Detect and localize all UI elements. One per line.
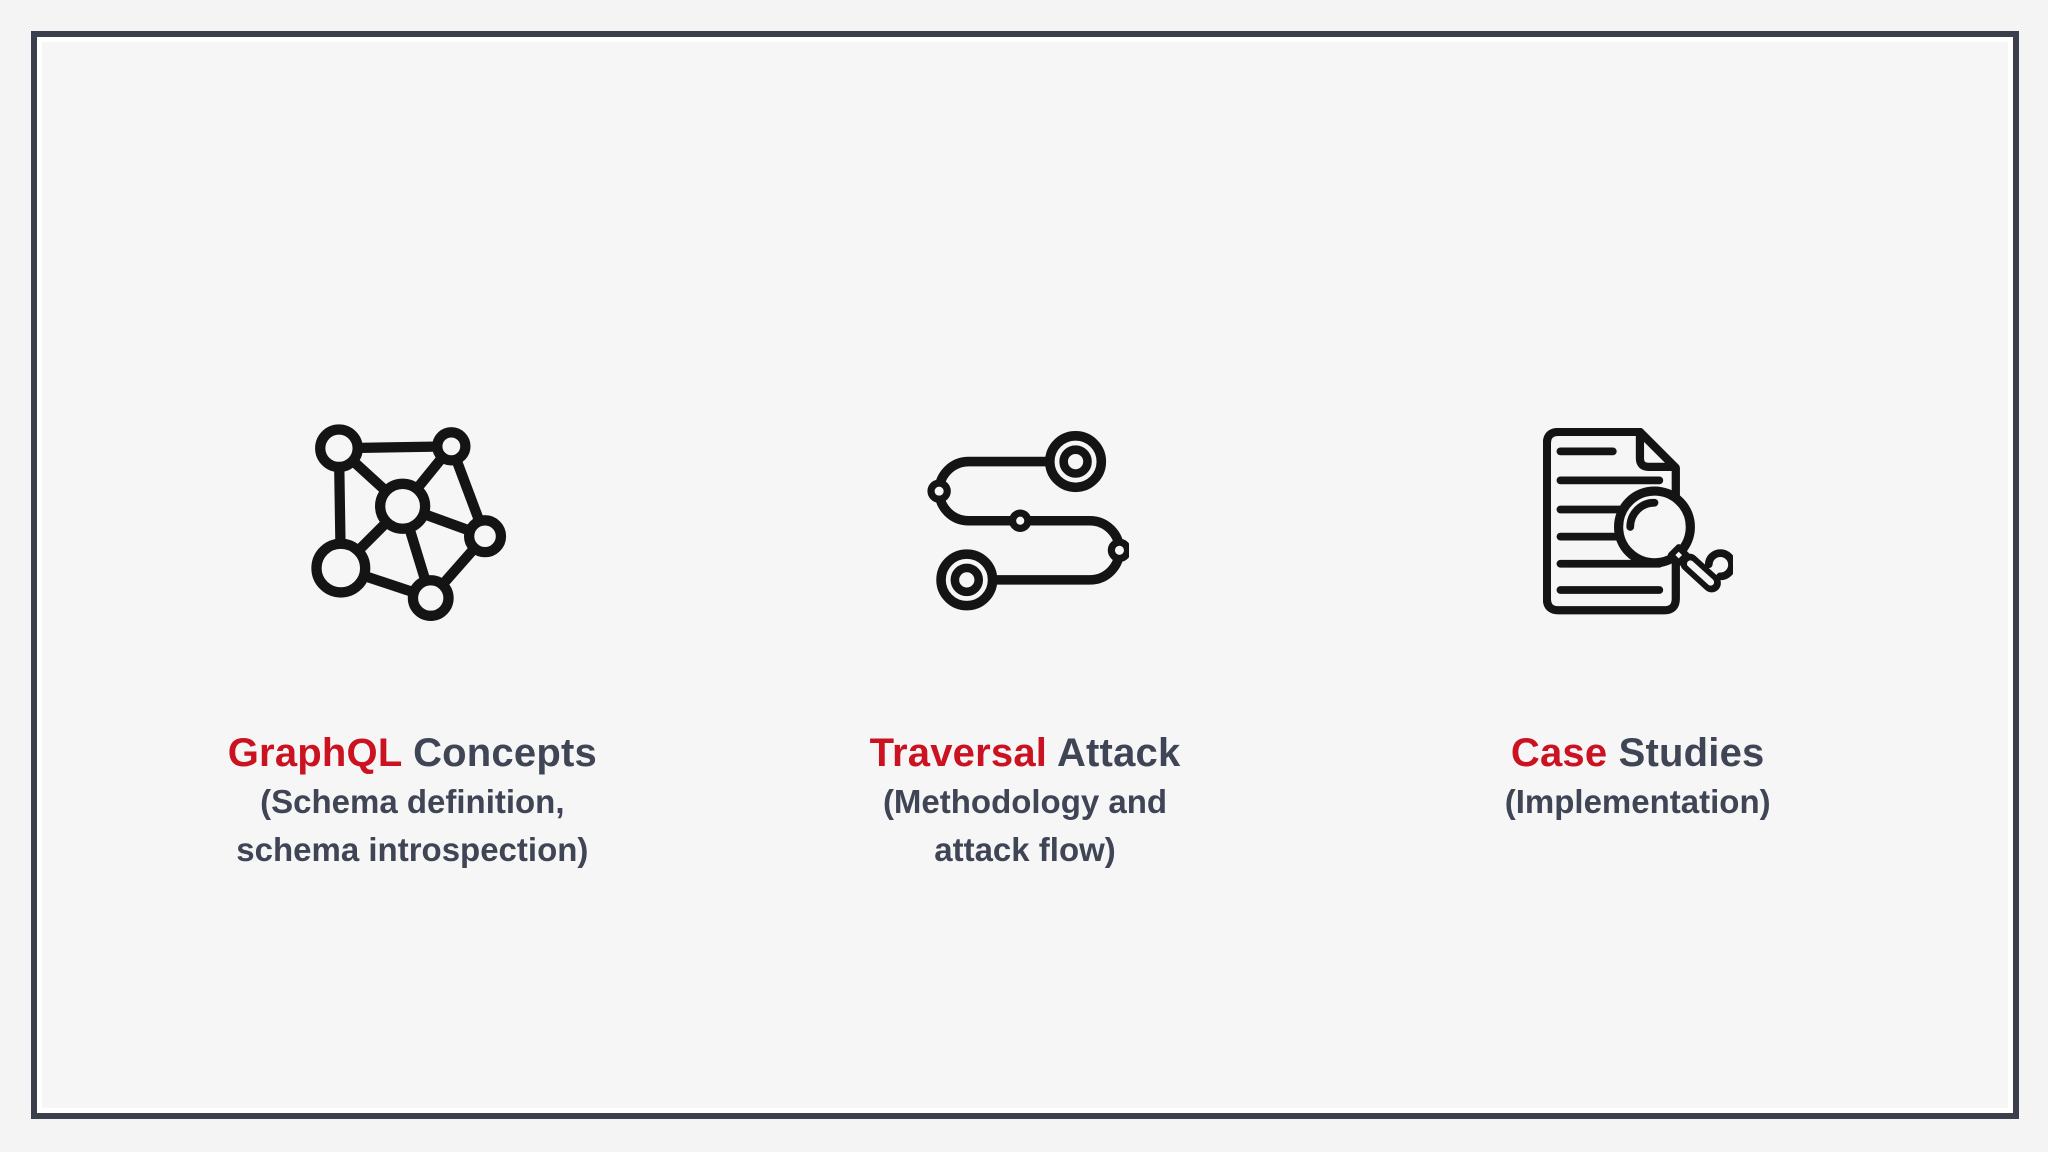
title-rest: Concepts xyxy=(401,731,597,775)
subtitle-line: (Schema definition, xyxy=(260,783,565,820)
column-subtitle: (Implementation) xyxy=(1505,778,1771,826)
title-rest: Studies xyxy=(1607,731,1765,775)
column-title: GraphQL Concepts xyxy=(228,728,597,778)
document-search-icon xyxy=(1542,428,1733,615)
column-title: Traversal Attack xyxy=(870,728,1181,778)
icon-wrap xyxy=(309,400,515,650)
subtitle-line: attack flow) xyxy=(934,831,1116,868)
column-traversal-attack: Traversal Attack (Methodology and attack… xyxy=(719,400,1332,874)
subtitle-line: (Implementation) xyxy=(1504,783,1771,820)
concept-columns: GraphQL Concepts (Schema definition, sch… xyxy=(37,400,2013,874)
column-subtitle: (Schema definition, schema introspection… xyxy=(236,778,588,874)
column-title: Case Studies xyxy=(1511,728,1765,778)
subtitle-line: schema introspection) xyxy=(236,831,589,868)
title-accent: GraphQL xyxy=(227,731,402,775)
column-subtitle: (Methodology and attack flow) xyxy=(883,778,1167,874)
network-graph-icon xyxy=(311,424,507,621)
title-rest: Attack xyxy=(1047,731,1181,775)
slide-canvas: GraphQL Concepts (Schema definition, sch… xyxy=(31,31,2019,1119)
title-accent: Case xyxy=(1510,731,1608,775)
column-graphql-concepts: GraphQL Concepts (Schema definition, sch… xyxy=(106,400,719,874)
icon-wrap xyxy=(921,400,1129,650)
column-case-studies: Case Studies (Implementation) xyxy=(1331,400,1944,874)
subtitle-line: (Methodology and xyxy=(882,783,1168,820)
icon-wrap xyxy=(1542,400,1733,650)
route-path-icon xyxy=(927,430,1129,610)
title-accent: Traversal xyxy=(869,731,1048,775)
